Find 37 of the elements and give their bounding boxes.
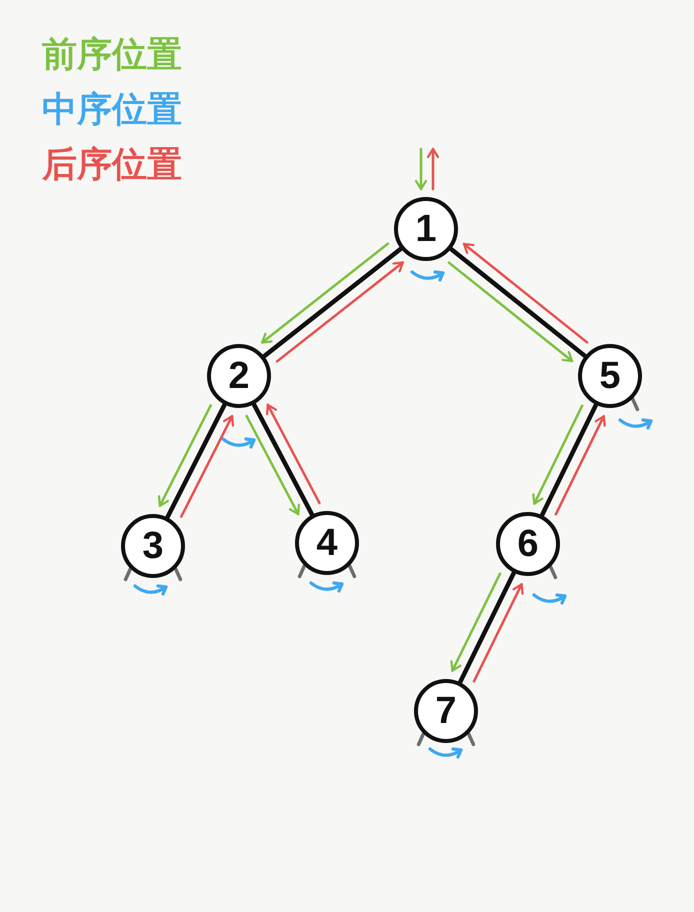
arrow bbox=[180, 414, 234, 518]
arrow bbox=[462, 242, 588, 344]
tree-node-circle bbox=[207, 344, 271, 408]
tree-node-circle bbox=[295, 511, 359, 575]
tree-node-circle bbox=[121, 514, 185, 578]
node-number: 5 bbox=[599, 357, 621, 395]
node-number: 7 bbox=[435, 692, 457, 730]
tree-edge bbox=[165, 402, 227, 520]
arrow bbox=[266, 404, 321, 504]
arrow bbox=[532, 404, 584, 505]
arrow bbox=[414, 148, 428, 190]
legend-text: 后序位置 bbox=[42, 144, 182, 187]
arrow bbox=[260, 242, 390, 344]
tree-edge bbox=[262, 246, 404, 358]
arrow bbox=[158, 404, 212, 508]
tree-edge bbox=[252, 402, 314, 517]
legend-text: 中序位置 bbox=[42, 89, 182, 132]
tree-node-circle bbox=[394, 197, 458, 261]
arrow bbox=[245, 414, 300, 516]
node-number: 1 bbox=[415, 210, 437, 248]
arrow bbox=[426, 148, 440, 190]
tree-edge bbox=[448, 246, 588, 358]
arrow bbox=[276, 261, 404, 363]
arrow bbox=[472, 583, 524, 683]
tree-edge bbox=[458, 570, 516, 685]
tree-edge bbox=[540, 402, 598, 518]
arrow bbox=[450, 572, 502, 672]
arrow bbox=[448, 261, 574, 362]
node-number: 3 bbox=[142, 527, 164, 565]
node-number: 6 bbox=[517, 525, 539, 563]
tree-node-circle bbox=[496, 512, 560, 576]
node-number: 4 bbox=[316, 524, 338, 562]
node-number: 2 bbox=[228, 357, 250, 395]
tree-node-circle bbox=[578, 344, 642, 408]
arrow bbox=[554, 415, 606, 516]
legend-text: 前序位置 bbox=[42, 34, 182, 77]
tree-node-circle bbox=[414, 679, 478, 743]
